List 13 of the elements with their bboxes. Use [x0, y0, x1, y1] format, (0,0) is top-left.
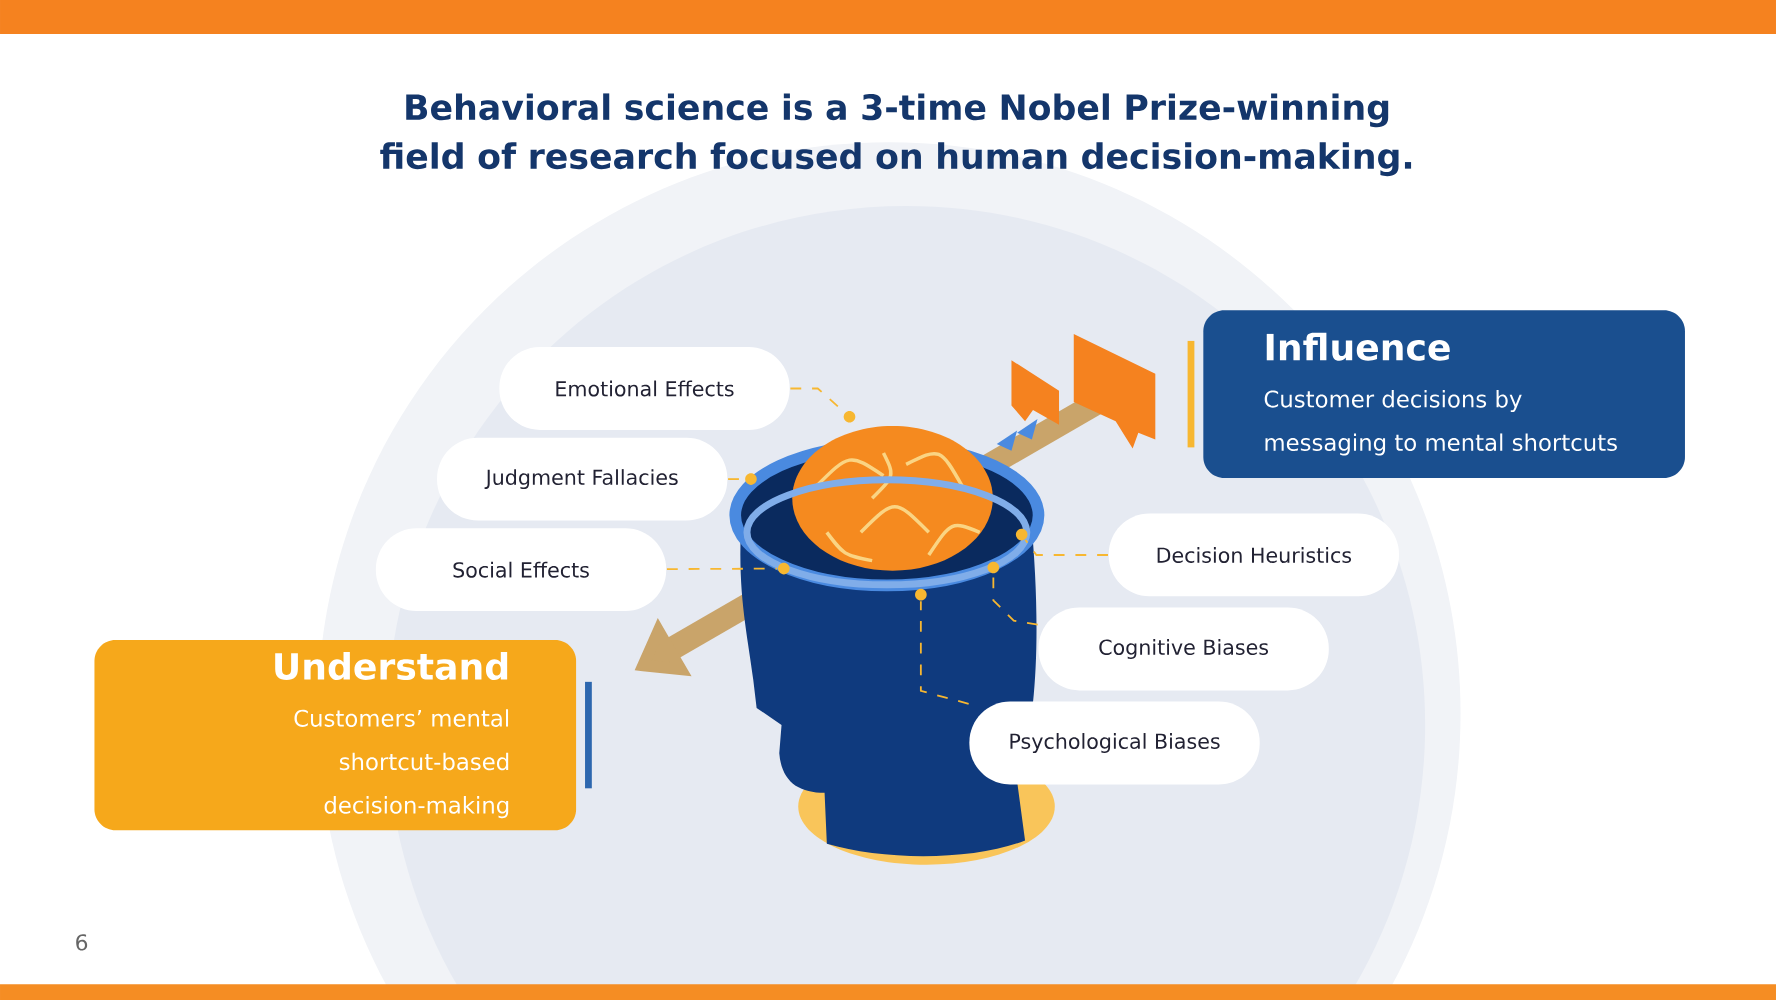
pill-label: Psychological Biases: [969, 701, 1260, 785]
pill-label: Judgment Fallacies: [437, 437, 728, 521]
pill-label: Cognitive Biases: [1038, 607, 1329, 691]
leader-line: [666, 567, 779, 570]
title: Behavioral science is a 3-time Nobel Prize-winning field of research focused on human decision-making.: [380, 93, 1412, 177]
pill-label: Decision Heuristics: [1108, 513, 1400, 597]
leader-line: [919, 600, 970, 705]
callout-box: Influence Customer decisions by messaging to mental shortcuts: [1187, 310, 1685, 479]
callout-box: Understand Customers’ mental shortcut-based decision-making: [94, 639, 592, 831]
pill-label: Social Effects: [375, 528, 667, 612]
page-number: 6: [76, 934, 88, 951]
pill-label: Emotional Effects: [499, 347, 790, 430]
leader-line: [1024, 538, 1109, 556]
